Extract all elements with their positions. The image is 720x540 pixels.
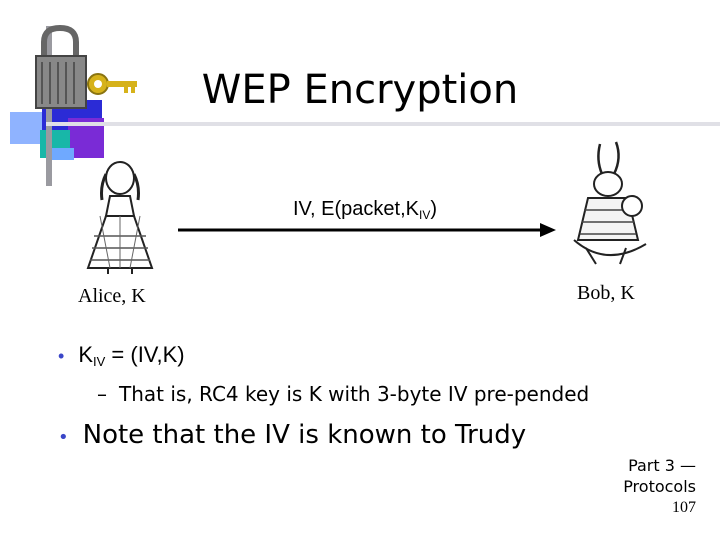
arrow-label-sub: IV — [418, 208, 431, 222]
decor-block-light — [52, 148, 74, 160]
bullet-kiv-rest: = (IV,K) — [105, 342, 185, 367]
footer-section: Protocols — [623, 477, 696, 496]
alice-caption: Alice, K — [78, 285, 146, 307]
alice-illustration — [86, 161, 154, 274]
bullet-dot: • — [58, 427, 69, 448]
title-underline — [46, 122, 720, 126]
arrow-label-end: ) — [430, 198, 437, 220]
bullet-trudy: • Note that the IV is known to Trudy — [58, 420, 526, 450]
arrow-label-main: IV, E(packet,K — [292, 198, 419, 220]
bullet-trudy-text: Note that the IV is known to Trudy — [82, 420, 527, 450]
arrow-alice-to-bob — [178, 223, 556, 237]
sub-bullet-dash: – — [97, 382, 107, 406]
sub-bullet-rc4: –That is, RC4 key is K with 3-byte IV pr… — [97, 382, 589, 406]
bullet-dot: • — [58, 346, 65, 366]
bullet-kiv-k: K — [78, 342, 93, 367]
page-number: 107 — [672, 499, 696, 516]
sub-bullet-text: That is, RC4 key is K with 3-byte IV pre… — [119, 382, 590, 406]
slide-footer: Part 3 — Protocols 107 — [623, 455, 696, 518]
bob-rabbit-illustration — [573, 141, 647, 265]
bob-caption: Bob, K — [577, 282, 635, 304]
bullet-kiv-sub: IV — [93, 354, 106, 369]
arrow-label: IV, E(packet,KIV) — [250, 198, 480, 222]
footer-part: Part 3 — — [628, 456, 696, 475]
padlock-key-icon — [35, 24, 137, 109]
bullet-kiv: • KIV = (IV,K) — [58, 342, 185, 369]
slide-title: WEP Encryption — [201, 67, 519, 113]
